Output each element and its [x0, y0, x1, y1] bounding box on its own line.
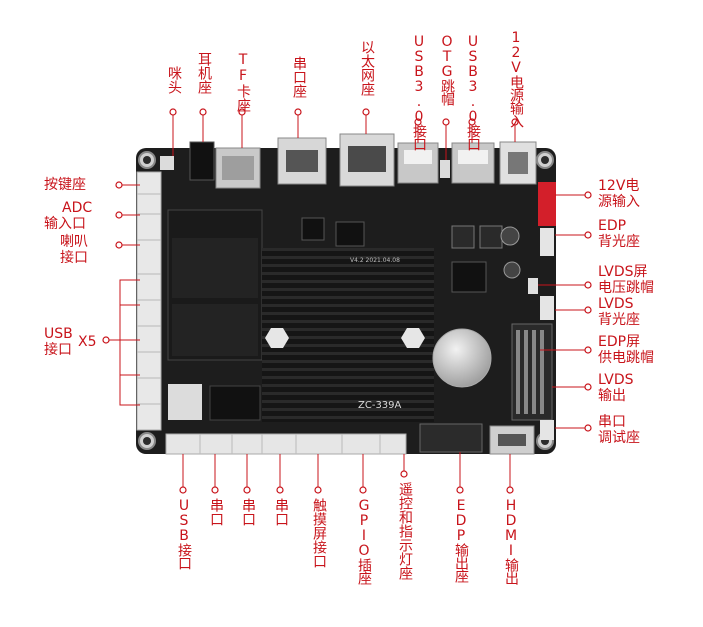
label-otg: OTG跳帽 — [439, 34, 455, 105]
lvds-jumper — [528, 278, 538, 294]
label-tf-card: TF卡座 — [235, 52, 251, 112]
label-lvds-bl-1: LVDS — [598, 296, 634, 312]
otg-jumper — [440, 160, 450, 178]
label-lvds-v-2: 电压跳帽 — [598, 280, 654, 296]
debug-connector — [540, 420, 554, 440]
label-12v-top: 12V电源输入 — [508, 30, 524, 127]
label-touch: 触摸屏接口 — [311, 498, 327, 568]
label-adc-2: 输入口 — [44, 216, 86, 232]
label-usb-bottom: USB接口 — [176, 498, 192, 569]
chip — [451, 261, 487, 293]
label-lvds-bl-2: 背光座 — [598, 312, 640, 328]
lvds-backlight-connector — [540, 296, 554, 320]
label-edp-pw-2: 供电跳帽 — [598, 350, 654, 366]
label-serial: 串口座 — [291, 56, 307, 98]
board-version: V4.2 2021.04.08 — [350, 257, 400, 264]
left-connectors — [136, 171, 162, 431]
heatsink-screw — [265, 328, 289, 348]
chip — [335, 221, 365, 247]
edp-output-header — [419, 423, 483, 453]
bottom-connectors — [165, 433, 407, 455]
label-lvds-out-1: LVDS — [598, 372, 634, 388]
board-model: ZC-339A — [358, 400, 402, 411]
capacitor — [503, 261, 521, 279]
label-lvds-v-1: LVDS屏 — [598, 264, 648, 280]
earphone-jack — [189, 141, 215, 181]
label-speaker-1: 喇叭 — [60, 234, 88, 250]
label-speaker-2: 接口 — [60, 250, 88, 266]
edp-backlight-connector — [540, 228, 554, 256]
label-serial-2: 串口 — [240, 498, 256, 526]
coin-battery — [432, 328, 492, 388]
inductor — [479, 225, 503, 249]
label-mic: 咪头 — [166, 66, 182, 94]
mic-connector — [160, 156, 174, 170]
label-serial-3: 串口 — [273, 498, 289, 526]
wifi-module — [168, 384, 202, 420]
label-gpio: GPIO插座 — [356, 498, 372, 584]
label-usb-x5: X5 — [78, 334, 97, 350]
label-edp-pw-1: EDP屏 — [598, 334, 641, 350]
label-usb30-b: USB3.0接口 — [465, 34, 481, 150]
label-debug-2: 调试座 — [598, 430, 640, 446]
label-earphone: 耳机座 — [196, 52, 212, 94]
label-hdmi: HDMI输出 — [503, 498, 519, 584]
label-lvds-out-2: 输出 — [598, 388, 626, 404]
heatsink-screw — [401, 328, 425, 348]
label-ethernet: 以太网座 — [359, 40, 375, 96]
label-edp-bl-2: 背光座 — [598, 234, 640, 250]
label-ir-led: 遥控和指示灯座 — [397, 482, 413, 580]
capacitor — [500, 226, 520, 246]
label-usb30-a: USB3.0接口 — [411, 34, 427, 150]
label-usb-1: USB — [44, 326, 73, 342]
label-adc-1: ADC — [62, 200, 93, 216]
inductor — [451, 225, 475, 249]
power-input-red-connector — [538, 182, 556, 226]
label-edp-out: EDP输出座 — [453, 498, 469, 582]
label-key: 按键座 — [44, 177, 86, 193]
label-edp-bl-1: EDP — [598, 218, 627, 234]
chip — [301, 217, 325, 241]
label-12v-right-1: 12V电 — [598, 178, 640, 194]
label-debug-1: 串口 — [598, 414, 626, 430]
leader-dots — [102, 108, 592, 494]
label-usb-2: 接口 — [44, 342, 72, 358]
label-12v-right-2: 源输入 — [598, 194, 640, 210]
label-serial-1: 串口 — [208, 498, 224, 526]
emmc-chip — [209, 385, 261, 421]
